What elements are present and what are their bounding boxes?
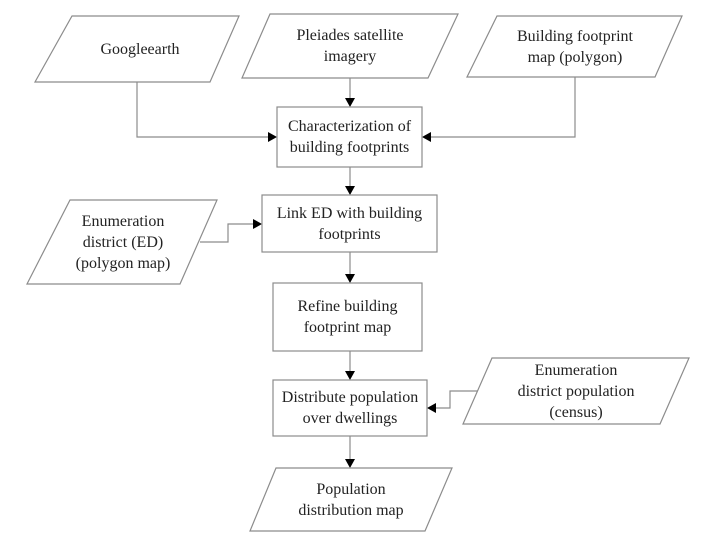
node-pop-map-shape: [249, 467, 453, 532]
node-distribute-label: Distribute population over dwellings: [281, 389, 419, 427]
node-link-ed-shape: [261, 194, 438, 253]
arrowhead-pleiades: [345, 98, 355, 107]
arrowhead-building-map: [422, 132, 431, 142]
node-pleiades-shape: [241, 13, 459, 79]
edge-googleearth-characterization: [136, 82, 268, 138]
arrowhead-ed-population: [427, 403, 436, 413]
node-refine-label: Refine building footprint map: [297, 298, 398, 336]
arrowhead-link: [345, 274, 355, 283]
edge-ed-polygon-link: [200, 223, 253, 243]
node-ed-polygon-shape: [26, 199, 218, 285]
node-ed-polygon-label: Enumeration district (ED) (polygon map): [75, 212, 171, 272]
arrowhead-characterization: [345, 186, 355, 195]
arrowhead-refine: [345, 371, 355, 380]
node-pop-map-label: Population distribution map: [298, 480, 404, 519]
arrowhead-distribute: [345, 459, 355, 468]
node-building-map-shape: [466, 15, 683, 78]
node-pleiades-label: Pleiades satellite imagery: [296, 27, 404, 65]
node-link-ed-label: Link ED with building footprints: [276, 204, 423, 243]
node-distribute-shape: [272, 379, 428, 437]
edge-building-map-characterization: [431, 77, 576, 138]
node-characterization-shape: [276, 106, 423, 168]
node-ed-population-shape: [462, 357, 690, 425]
node-building-map-label: Building footprint map (polygon): [517, 27, 633, 66]
node-googleearth-label: Googleearth: [100, 40, 180, 58]
arrowhead-ed-polygon: [253, 219, 262, 229]
node-ed-population-label: Enumeration district population (census): [517, 361, 635, 421]
arrowhead-googleearth: [268, 132, 277, 142]
node-refine-shape: [272, 282, 423, 352]
node-googleearth-shape: [33, 15, 240, 83]
edge-ed-population-distribute: [436, 390, 479, 409]
node-characterization-label: Characterization of building footprints: [287, 118, 412, 156]
